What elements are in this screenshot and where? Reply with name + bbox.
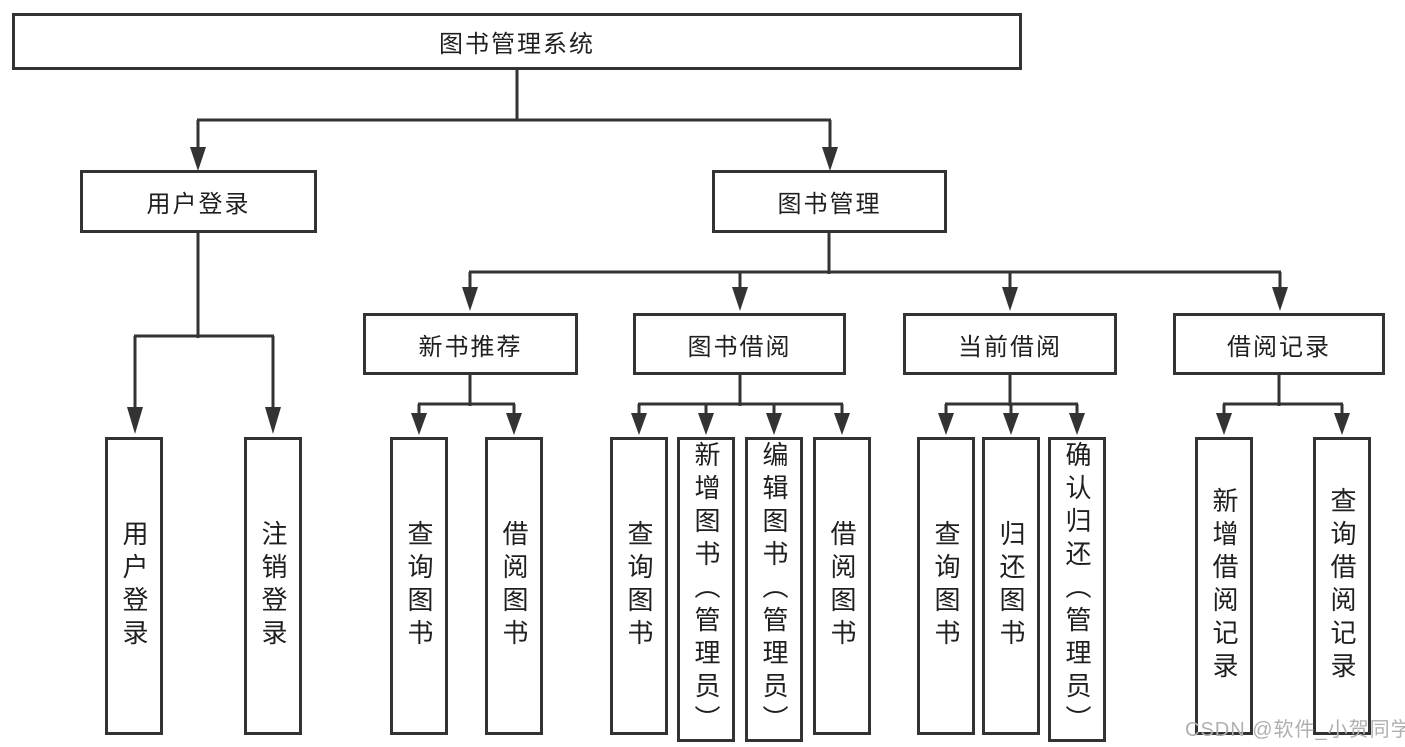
node-book-management-branch: 图书管理 [712,170,947,233]
node-leaf-query-books-current: 查询图书 [917,437,975,735]
node-leaf-borrow-books-recommend: 借阅图书 [485,437,543,735]
node-root-label: 图书管理系统 [439,31,595,58]
node-leaf-query-books-borrowing: 查询图书 [610,437,668,735]
node-leaf-query-borrow-record: 查询借阅记录 [1313,437,1371,735]
node-leaf-logout: 注销登录 [244,437,302,735]
node-user-login-branch: 用户登录 [80,170,317,233]
node-leaf-add-book-admin: 新增图书（管理员） [677,437,735,742]
node-label: 新增图书（管理员） [691,441,721,738]
node-leaf-return-books: 归还图书 [982,437,1040,735]
node-label: 确认归还（管理员） [1062,441,1092,738]
node-leaf-confirm-return-admin: 确认归还（管理员） [1048,437,1106,742]
node-label: 借阅图书 [499,520,529,652]
node-label: 用户登录 [146,191,251,218]
node-book-borrowing: 图书借阅 [633,313,846,375]
node-label: 用户登录 [119,520,149,652]
node-label: 图书管理 [777,191,882,218]
node-label: 查询图书 [624,520,654,652]
node-label: 查询图书 [931,520,961,652]
node-label: 新增借阅记录 [1209,487,1239,685]
node-label: 编辑图书（管理员） [759,441,789,738]
node-leaf-query-books-recommend: 查询图书 [390,437,448,735]
node-label: 查询图书 [404,520,434,652]
node-leaf-user-login: 用户登录 [105,437,163,735]
node-borrowing-records: 借阅记录 [1173,313,1385,375]
node-leaf-borrow-books-borrowing: 借阅图书 [813,437,871,735]
node-label: 借阅图书 [827,520,857,652]
node-label: 注销登录 [258,520,288,652]
node-label: 图书借阅 [687,333,792,361]
node-label: 查询借阅记录 [1327,487,1357,685]
node-label: 新书推荐 [418,333,523,361]
node-label: 归还图书 [996,520,1026,652]
node-leaf-add-borrow-record: 新增借阅记录 [1195,437,1253,735]
node-label: 当前借阅 [958,333,1062,361]
watermark: CSDN @软件_小贺同学 [1185,719,1405,741]
node-leaf-edit-book-admin: 编辑图书（管理员） [745,437,803,742]
node-new-book-recommend: 新书推荐 [363,313,578,375]
node-root: 图书管理系统 [12,13,1022,70]
node-current-borrowing: 当前借阅 [903,313,1117,375]
node-label: 借阅记录 [1227,333,1331,361]
